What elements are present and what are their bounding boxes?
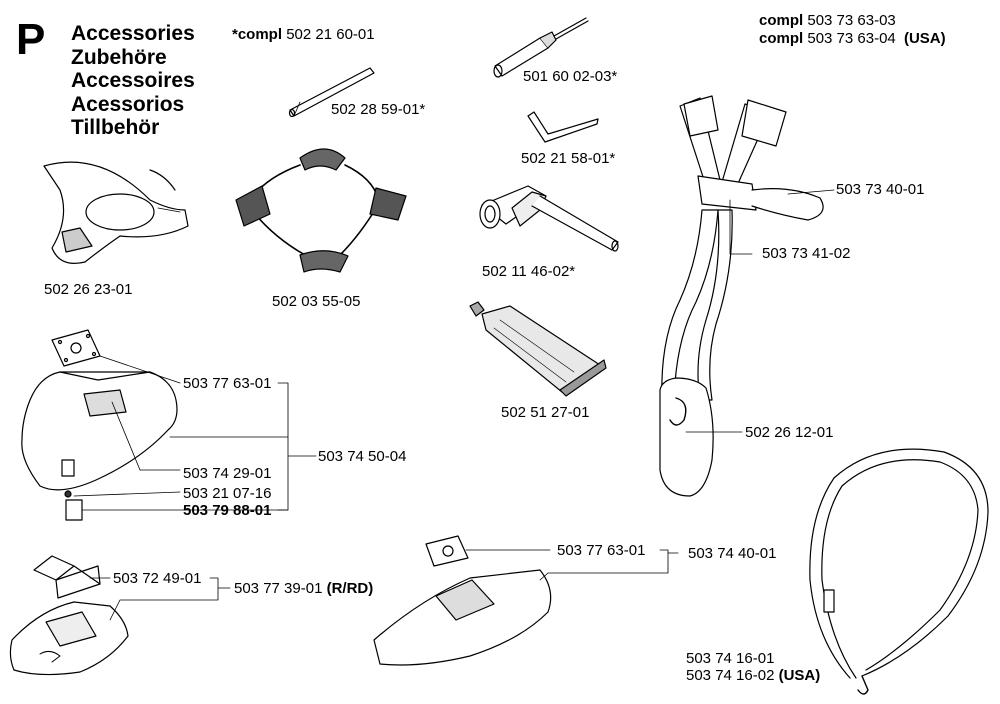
leader-lines: [73, 189, 835, 621]
label-spanner: 502 11 46-02*: [482, 263, 576, 280]
cover-kit-part: 503 77 39-01: [234, 580, 323, 597]
title-sv: Tillbehör: [71, 116, 160, 139]
harness-compl-word-2: compl: [759, 30, 804, 47]
compl-part: 502 21 60-01: [286, 26, 375, 43]
screwdriver-drawing: [493, 17, 589, 78]
bracket-drawing: [33, 555, 101, 599]
harness-usa: (USA): [903, 30, 946, 47]
label-blade-guard: 502 03 55-05: [272, 293, 361, 310]
title-en: Accessories: [71, 22, 195, 45]
harness-compl-word-1: compl: [759, 12, 804, 29]
strap-2-part: 503 74 16-02: [686, 667, 775, 684]
label-guard-plate: 503 77 63-01: [183, 375, 272, 392]
leader-rod: [293, 101, 301, 117]
label-harness-hip: 502 26 12-01: [745, 424, 834, 441]
label-guard-kit: 503 74 50-04: [318, 448, 407, 465]
label-strap-2: 503 74 16-02 (USA): [686, 667, 820, 684]
label-bracket: 503 72 49-01: [113, 570, 202, 587]
section-letter: P: [16, 15, 46, 64]
title-fr: Accessoires: [71, 69, 195, 92]
support-cup-drawing: [43, 161, 189, 264]
harness-compl-part-2: 503 73 63-04: [807, 30, 896, 47]
title-de: Zubehöre: [71, 45, 167, 69]
compl-label: *compl 502 21 60-01: [232, 26, 375, 43]
label-guard-part-1: 503 74 29-01: [183, 465, 272, 482]
harness-compl-1: compl 503 73 63-03: [759, 12, 896, 29]
label-cover-kit: 503 77 39-01 (R/RD): [234, 580, 373, 597]
harness-compl-2: compl 503 73 63-04 (USA): [759, 30, 946, 47]
section-titles: Accessories Zubehöre Accessoires Acessor…: [71, 22, 195, 140]
grease-tube-drawing: [469, 301, 607, 397]
shoulder-strap-drawing: [809, 448, 989, 695]
hex-key-drawing: [527, 111, 599, 143]
label-guard2-plate: 503 77 63-01: [557, 542, 646, 559]
label-screwdriver: 501 60 02-03*: [523, 68, 618, 85]
strap-2-usa: (USA): [778, 667, 821, 684]
rod-drawing: [288, 67, 375, 118]
harness-compl-part-1: 503 73 63-03: [807, 12, 896, 29]
label-rod: 502 28 59-01*: [331, 101, 426, 118]
label-guard-part-2: 503 21 07-16: [183, 485, 272, 502]
label-harness-buckle: 503 73 41-02: [762, 245, 851, 262]
compl-prefix: *compl: [232, 26, 283, 43]
label-hex-key: 502 21 58-01*: [521, 150, 616, 167]
harness-drawing: [659, 95, 824, 497]
guard2-drawing: [373, 535, 552, 666]
cover-kit-suffix: (R/RD): [326, 580, 374, 597]
label-grease: 502 51 27-01: [501, 404, 590, 421]
label-support-cup: 502 26 23-01: [44, 281, 133, 298]
title-es: Acessorios: [71, 92, 185, 116]
cover-drawing: [9, 601, 129, 676]
label-harness-strap: 503 73 40-01: [836, 181, 925, 198]
blade-guard-drawing: [235, 148, 407, 273]
spanner-drawing: [479, 185, 619, 252]
label-guard2-kit: 503 74 40-01: [688, 545, 777, 562]
label-strap-1: 503 74 16-01: [686, 650, 775, 667]
guard-assembly-drawing: [21, 329, 178, 521]
label-guard-part-3: 503 79 88-01: [183, 502, 272, 519]
